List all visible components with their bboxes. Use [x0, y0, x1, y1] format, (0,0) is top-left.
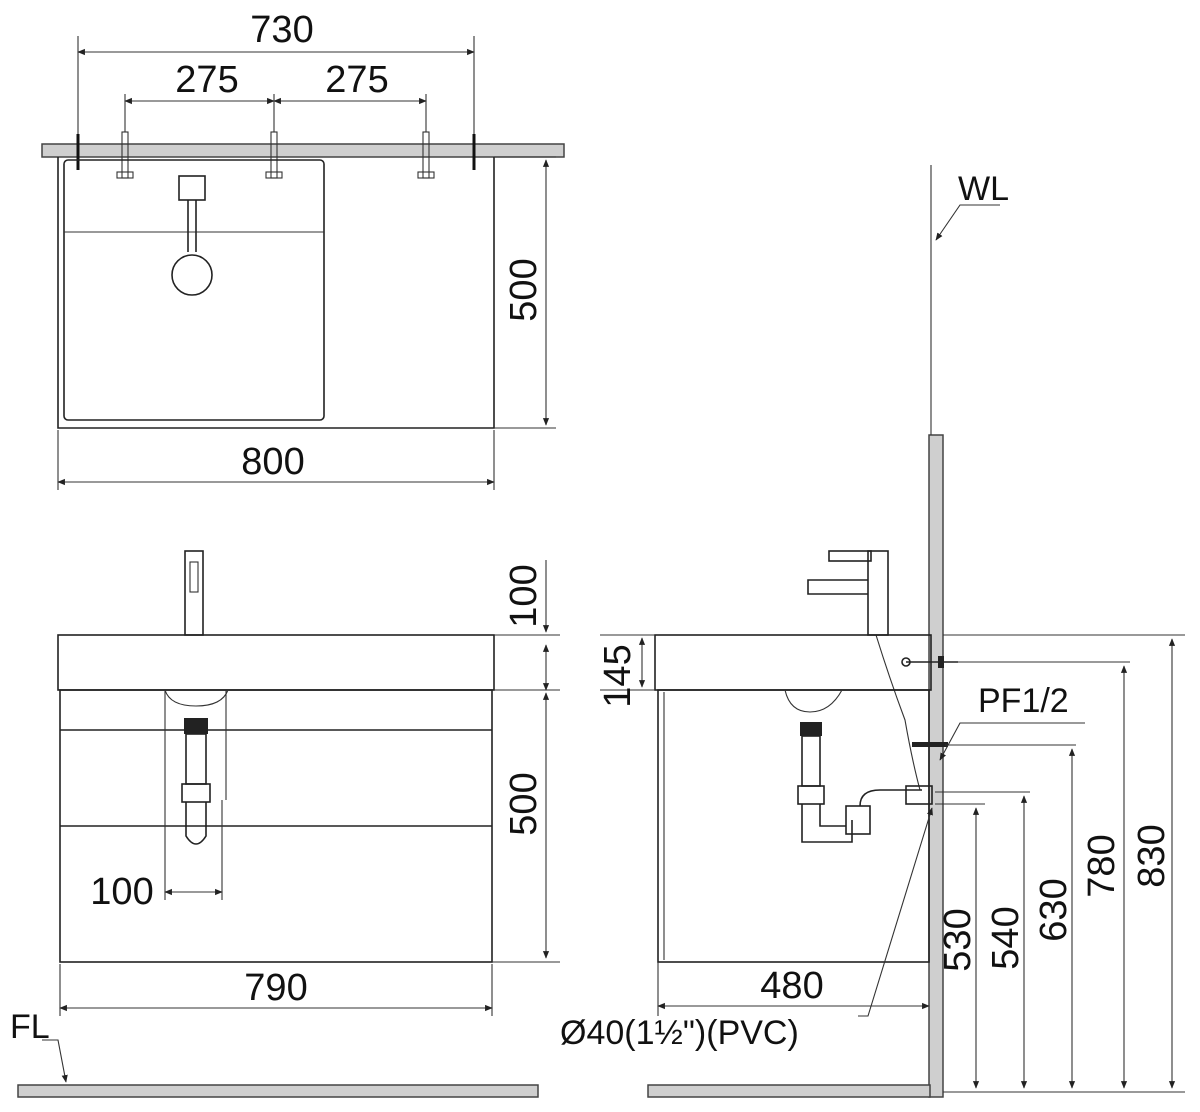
dim-480: 480 [760, 965, 823, 1007]
floor-label: FL [10, 1008, 50, 1046]
front-view: 100 100 500 790 FL [10, 550, 560, 1098]
plan-cabinet-outline [57, 157, 495, 429]
dim-500-height: 500 [503, 772, 545, 835]
dim-780: 780 [1081, 834, 1123, 897]
side-drain [784, 689, 933, 843]
front-faucet [184, 550, 204, 636]
dim-275-left: 275 [175, 59, 238, 101]
dim-500-depth: 500 [503, 258, 545, 321]
dim-100-drain: 100 [90, 871, 153, 913]
side-faucet [807, 550, 921, 791]
front-drain-trap [164, 689, 229, 845]
plan-faucet [171, 175, 213, 296]
dim-790: 790 [244, 967, 307, 1009]
supply-label: PF1/2 [978, 682, 1069, 720]
dim-145: 145 [597, 644, 639, 707]
drain-label: Ø40(1½")(PVC) [560, 1014, 799, 1052]
plan-countertop [41, 143, 565, 158]
side-view: WL [560, 165, 1185, 1098]
dim-530: 530 [937, 908, 979, 971]
dim-800: 800 [241, 441, 304, 483]
front-floor [17, 1084, 539, 1098]
side-basin [654, 634, 932, 691]
dim-275-right: 275 [325, 59, 388, 101]
side-wall [928, 434, 944, 1098]
dim-830: 830 [1131, 824, 1173, 887]
dim-540: 540 [985, 906, 1027, 969]
dim-100-faucet: 100 [503, 564, 545, 627]
side-floor [647, 1084, 931, 1098]
side-supply-valve [901, 656, 958, 747]
plan-view: 730 275 275 500 800 [41, 9, 565, 490]
plan-basin [63, 159, 325, 421]
wall-label: WL [958, 170, 1009, 208]
dim-630: 630 [1033, 878, 1075, 941]
front-basin-top [57, 634, 495, 691]
dim-730: 730 [250, 9, 313, 51]
side-cabinet [657, 689, 930, 963]
